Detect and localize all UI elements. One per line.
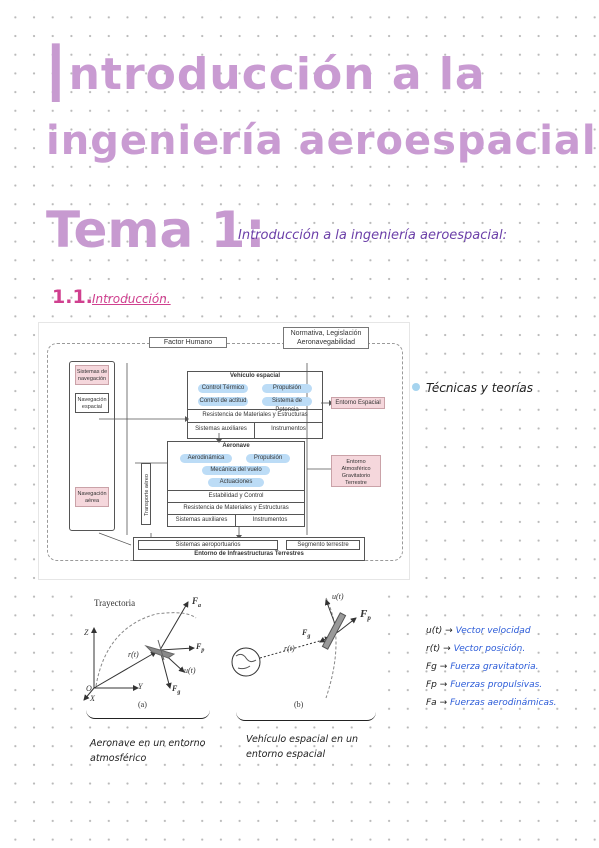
aeronave-box: Aeronave Aerodinámica Propulsión Mecánic… — [167, 441, 305, 527]
navigation-column — [69, 361, 115, 531]
u-t-label-a: u(t) — [184, 666, 196, 675]
axis-o-label: O — [86, 684, 92, 693]
u-t-label-b: u(t) — [332, 592, 344, 601]
trayectoria-label: Trayectoria — [94, 598, 136, 608]
section-title: Introducción. — [92, 292, 171, 306]
infraestructuras-box: Sistemas aeroportuarios Segmento terrest… — [133, 537, 365, 561]
propulsion-aeronave-pill: Propulsión — [246, 454, 290, 463]
entorno-atmosferico-box: Entorno Atmosférico Gravitatorio Terrest… — [331, 455, 381, 487]
panel-a-drawing — [83, 601, 197, 701]
vehiculo-espacial-title: Vehículo espacial — [229, 373, 281, 379]
control-actitud-pill: Control de actitud — [198, 397, 248, 406]
panel-a-label: (a) — [138, 700, 147, 709]
aerospace-systems-diagram: Factor Humano Normativa, Legislación Aer… — [38, 322, 410, 580]
brace-b — [236, 712, 376, 721]
resistencia-aeronave-row: Resistencia de Materiales y Estructuras — [168, 502, 304, 511]
navegacion-espacial-box: Navegación espacial — [75, 393, 109, 413]
normativa-label: Normativa, Legislación Aeronavegabilidad — [283, 327, 369, 349]
propulsion-espacial-pill: Propulsión — [262, 384, 312, 393]
factor-humano-label: Factor Humano — [149, 337, 227, 348]
fg-label-a: Fg — [172, 684, 181, 696]
control-termico-pill: Control Térmico — [198, 384, 248, 393]
legend-row-gravity: Fg → Fuerza gravitatoria. — [426, 662, 539, 672]
vehicle-forces-drawing — [83, 597, 357, 701]
vehicle-forces-figure: Trayectoria Z O X Y r(t) Fa Fp u(t) Fg (… — [76, 588, 386, 712]
aeronave-title: Aeronave — [222, 443, 250, 449]
entorno-espacial-box: Entorno Espacial — [331, 397, 385, 409]
bullet-tecnicas-teorias: Técnicas y teorías — [426, 381, 534, 395]
legend-row-propulsive: Fp → Fuerzas propulsivas. — [426, 680, 543, 690]
transporte-aereo-box: Transporte aéreo — [141, 463, 151, 525]
aerodinamica-pill: Aerodinámica — [180, 454, 232, 463]
vehiculo-espacial-box: Vehículo espacial Control Térmico Propul… — [187, 371, 323, 439]
section-number: 1.1. — [52, 286, 93, 308]
fa-label: Fa — [192, 596, 202, 609]
transporte-aereo-label: Transporte aéreo — [144, 474, 150, 516]
tema-heading: Tema 1: — [46, 201, 266, 259]
sistemas-navegacion-box: Sistemas de navegación — [75, 365, 109, 385]
sistemas-aeroportuarios-box: Sistemas aeroportuarios — [138, 540, 278, 550]
legend-row-position: r(t) → Vector posición. — [426, 644, 526, 654]
axis-y-label: Y — [138, 682, 143, 691]
mecanica-vuelo-pill: Mecánica del vuelo — [202, 466, 270, 475]
brace-a — [86, 710, 210, 719]
caption-b: Vehículo espacial en un entorno espacial — [246, 734, 359, 760]
axis-x-label: X — [90, 694, 95, 703]
page-title-line-2: ingeniería aeroespacial. — [46, 118, 599, 164]
legend-row-aerodynamic: Fa → Fuerzas aerodinámicas. — [426, 698, 557, 708]
fg-label-b: Fg — [302, 628, 311, 640]
instrumentos-aeronave: Instrumentos — [236, 514, 304, 523]
segmento-terrestre-box: Segmento terrestre — [286, 540, 360, 550]
infraestructuras-title: Entorno de Infraestructuras Terrestres — [194, 551, 304, 557]
sistemas-auxiliares-aeronave: Sistemas auxiliares — [168, 514, 236, 526]
panel-b-label: (b) — [294, 700, 304, 709]
page-title-line-1: Introducción a la — [44, 35, 486, 115]
resistencia-espacial-row: Resistencia de Materiales y Estructuras — [188, 409, 322, 418]
sistemas-auxiliares-espacial: Sistemas auxiliares — [188, 422, 255, 438]
r-t-label-b: r(t) — [284, 644, 295, 653]
tema-subtitle: Introducción a la ingeniería aeroespacia… — [238, 228, 507, 243]
sistema-potencia-pill: Sistema de Potencia — [262, 397, 312, 413]
axis-z-label: Z — [84, 628, 89, 637]
legend-row-velocity: u(t) → Vector velocidad — [426, 626, 531, 636]
title-initial: I — [44, 28, 69, 121]
fp-label-b: Fp — [360, 608, 371, 623]
caption-a: Aeronave en un entorno atmosférico — [90, 738, 206, 764]
estabilidad-row: Estabilidad y Control — [168, 490, 304, 499]
r-t-label-a: r(t) — [128, 650, 139, 659]
instrumentos-espacial: Instrumentos — [255, 422, 322, 432]
navegacion-aerea-box: Navegación aérea — [75, 487, 109, 507]
bullet-dot-icon — [412, 383, 420, 391]
title-rest: ntroducción a la — [68, 49, 486, 100]
panel-b-drawing — [231, 597, 357, 699]
fp-label-a: Fp — [196, 642, 205, 654]
actuaciones-pill: Actuaciones — [208, 478, 264, 487]
